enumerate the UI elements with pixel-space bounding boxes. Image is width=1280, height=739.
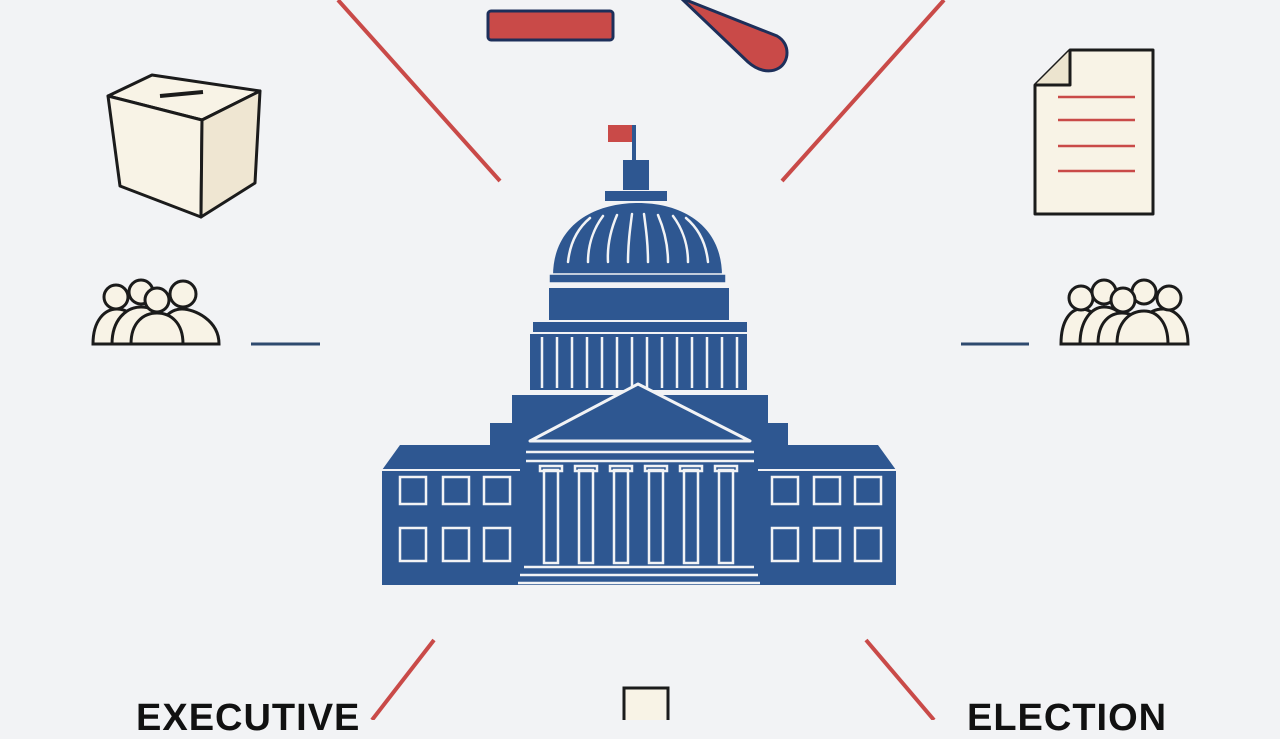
gavel-icon — [486, 0, 789, 73]
document-icon — [1033, 48, 1155, 216]
flag-icon — [608, 125, 636, 161]
people-group-icon — [91, 278, 221, 346]
gavel-handle — [680, 0, 789, 73]
people-group-icon — [1059, 278, 1190, 346]
capitol-building-icon — [382, 125, 896, 585]
ballot-box-icon — [106, 73, 262, 219]
gavel-head — [486, 9, 615, 42]
connector-line-bottom-right — [864, 638, 936, 720]
civics-diagram — [91, 0, 1190, 720]
connector-line-bottom-left — [370, 638, 436, 720]
connector-line-top-left — [336, 0, 502, 183]
connector-line-top-right — [780, 0, 946, 183]
scroll-icon — [622, 686, 670, 720]
label-election: ELECTION — [967, 697, 1168, 739]
label-executive: EXECUTIVE — [136, 697, 361, 739]
